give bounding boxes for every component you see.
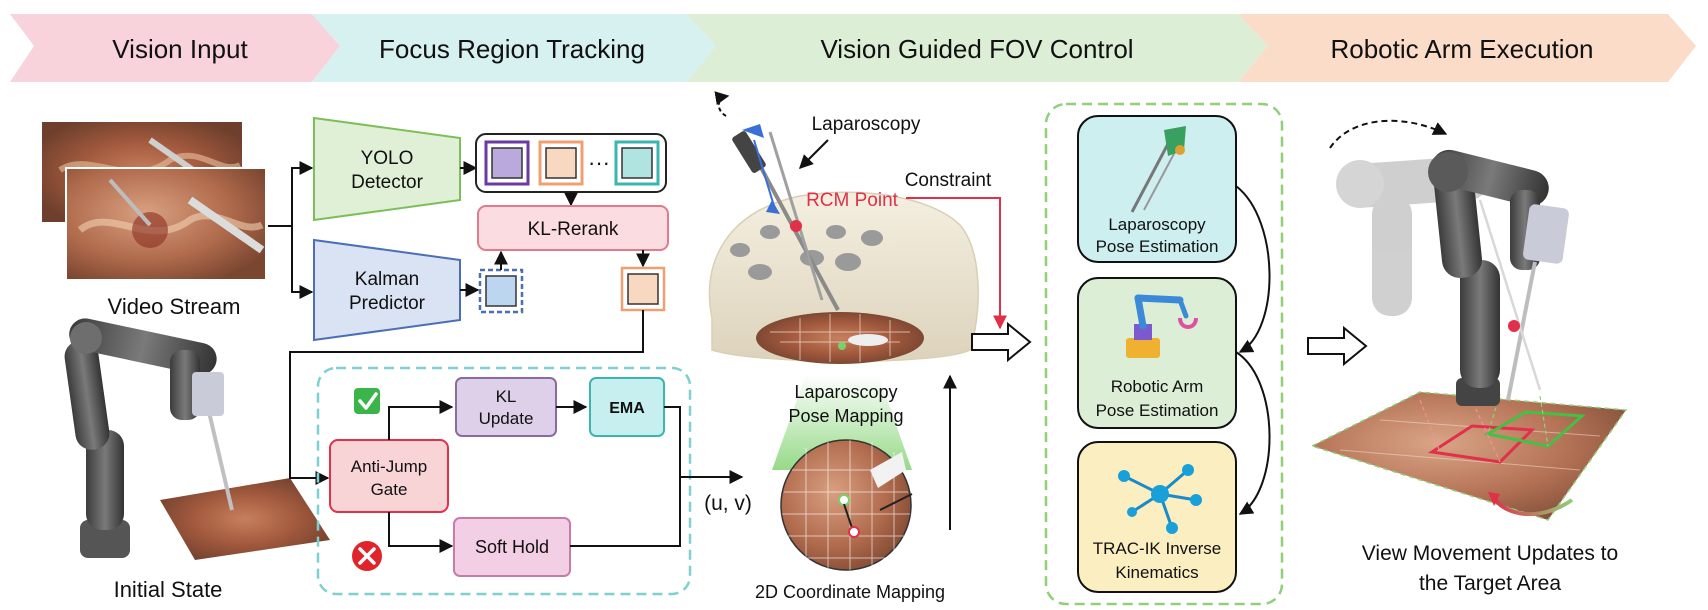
gate-container (316, 366, 692, 596)
stage-label-focus-tracking: Focus Region Tracking (379, 34, 645, 64)
rcm-point-label: RCM Point (806, 190, 899, 211)
execution-caption-line1: View Movement Updates to (1362, 542, 1618, 565)
uv-output-label: (u, v) (704, 492, 752, 515)
robot-arm-icon (1126, 294, 1198, 358)
vision-input-section: Video Stream Initial State (42, 122, 330, 602)
gate-label-line2: Gate (371, 480, 408, 499)
execution-robot-arm (1428, 149, 1569, 406)
video-stream-label: Video Stream (108, 294, 241, 319)
gate-label-line1: Anti-Jump (351, 457, 428, 476)
kl-update-label-line2: Update (479, 409, 534, 428)
current-view-box (1427, 424, 1536, 464)
fov-section: Laparoscopy RCM Point Constraint Laparos… (708, 91, 1032, 602)
lap-pose-block (1077, 115, 1237, 263)
kl-rerank-block (477, 205, 669, 251)
check-icon (354, 388, 380, 414)
arm-pose-label-line1: Robotic Arm (1111, 377, 1204, 396)
target-view-box (1483, 410, 1586, 448)
stage-focus-tracking-bg (312, 14, 716, 82)
estimation-section: Laparoscopy Pose Estimation Robotic Arm … (1044, 102, 1368, 606)
anti-jump-gate-block (329, 439, 449, 513)
arm-pose-label-line2: Pose Estimation (1096, 401, 1219, 420)
initial-state-label: Initial State (114, 577, 223, 602)
endoscope-view (780, 439, 913, 571)
stage-arm-execution-bg (1238, 14, 1696, 82)
coord-mapping-label: 2D Coordinate Mapping (755, 582, 945, 602)
rotation-arrow-icon (714, 91, 730, 117)
network-icon (1118, 464, 1202, 534)
execution-rcm-point (1508, 320, 1520, 332)
lap-pose-label-line2: Pose Estimation (1096, 237, 1219, 256)
estimation-container (1044, 102, 1284, 606)
soft-hold-label: Soft Hold (475, 537, 549, 557)
constraint-label: Constraint (905, 170, 992, 191)
kl-rerank-label: KL-Rerank (528, 219, 619, 240)
yolo-label-line2: Detector (351, 172, 423, 193)
execution-caption-line2: the Target Area (1419, 572, 1561, 595)
stage-label-fov-control: Vision Guided FOV Control (820, 34, 1133, 64)
ik-block (1077, 441, 1237, 593)
stage-vision-input-bg (10, 14, 340, 82)
kalman-predictor-block (313, 238, 461, 342)
initial-state-robot (64, 318, 330, 560)
detections-ellipsis: ··· (588, 150, 610, 175)
ik-label-line1: TRAC-IK Inverse (1093, 539, 1221, 558)
abdomen-tissue-disk (756, 312, 924, 364)
motion-arrow-icon (1329, 119, 1448, 149)
stage-banner: Vision Input Focus Region Tracking Visio… (10, 14, 1696, 82)
laparoscopy-label: Laparoscopy (812, 114, 921, 135)
pose-mapping-label-line1: Laparoscopy (794, 382, 897, 402)
hollow-arrow-2 (1307, 325, 1368, 367)
lap-pose-label-line1: Laparoscopy (1108, 215, 1206, 234)
ik-label-line2: Kinematics (1115, 563, 1198, 582)
ema-label: EMA (609, 400, 645, 417)
stage-fov-control-bg (686, 14, 1268, 82)
stage-label-arm-execution: Robotic Arm Execution (1330, 34, 1593, 64)
hollow-arrow-1 (971, 321, 1032, 363)
view-movement-arrow (1492, 496, 1574, 516)
projection-cone (772, 374, 912, 470)
stage-label-vision-input: Vision Input (112, 34, 248, 64)
video-frame-front (65, 167, 267, 281)
kalman-label-line2: Predictor (349, 293, 426, 314)
execution-section: View Movement Updates to the Target Area (1310, 119, 1628, 595)
rcm-point-marker (790, 220, 802, 232)
kl-update-label-line1: KL (496, 387, 517, 406)
yolo-detector-block (313, 116, 461, 222)
laparoscope-icon (1130, 126, 1186, 213)
tracking-section: YOLO Detector Kalman Predictor ··· KL-Re… (289, 116, 752, 596)
kalman-label-line1: Kalman (355, 269, 419, 290)
yolo-label-line1: YOLO (361, 148, 414, 169)
pose-mapping-label-line2: Pose Mapping (788, 406, 903, 426)
